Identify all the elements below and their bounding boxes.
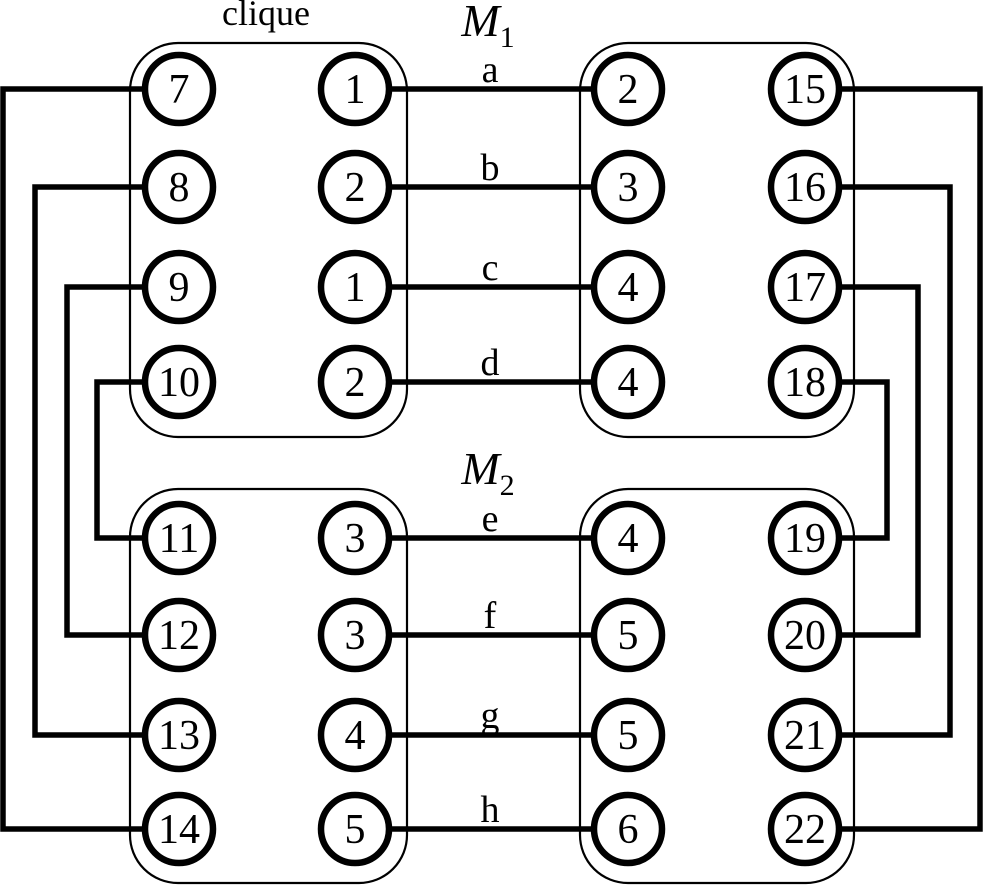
edge-label-b: b xyxy=(481,147,500,189)
node-label: 12 xyxy=(158,613,200,659)
node-label: 3 xyxy=(618,165,639,211)
matching-label-m2-base: M xyxy=(460,443,502,494)
node-bottom-left-left-2 xyxy=(141,697,217,773)
node-top-left-right-2 xyxy=(317,249,393,325)
edge-label-g: g xyxy=(481,695,500,737)
edge-label-a: a xyxy=(482,49,499,91)
node-top-left-left-1 xyxy=(141,149,217,225)
node-top-right-right-3 xyxy=(767,344,843,420)
clique-box-top-left xyxy=(128,41,409,439)
node-top-right-right-0 xyxy=(767,51,843,127)
node-top-right-right-1 xyxy=(767,149,843,225)
connection-18-19 xyxy=(805,379,890,541)
edge-label-e: e xyxy=(482,498,499,540)
matching-label-m2: M2 xyxy=(460,443,514,502)
node-bottom-right-right-3 xyxy=(767,791,843,867)
node-label: 22 xyxy=(784,807,826,853)
node-label: 9 xyxy=(169,265,190,311)
node-label: 17 xyxy=(784,265,826,311)
node-top-right-left-3 xyxy=(590,344,666,420)
connection-10-11 xyxy=(94,379,179,541)
node-bottom-left-right-0 xyxy=(317,500,393,576)
node-bottom-left-right-2 xyxy=(317,697,393,773)
node-bottom-left-left-1 xyxy=(141,597,217,673)
node-bottom-right-right-2 xyxy=(767,697,843,773)
node-label: 3 xyxy=(345,613,366,659)
node-top-right-left-0 xyxy=(590,51,666,127)
node-top-right-left-1 xyxy=(590,149,666,225)
matching-label-m1: M1 xyxy=(460,0,514,54)
node-label: 6 xyxy=(618,807,639,853)
connection-16-21 xyxy=(805,184,953,738)
node-label: 2 xyxy=(618,67,639,113)
matching-label-m2-subscript: 2 xyxy=(500,469,515,502)
node-label: 19 xyxy=(784,516,826,562)
node-label: 4 xyxy=(618,516,639,562)
edge-label-h: h xyxy=(481,789,500,831)
node-bottom-right-left-3 xyxy=(590,791,666,867)
node-top-left-left-0 xyxy=(141,51,217,127)
node-bottom-right-left-0 xyxy=(590,500,666,576)
clique-title: clique xyxy=(222,0,310,33)
node-top-left-left-2 xyxy=(141,249,217,325)
node-top-left-right-3 xyxy=(317,344,393,420)
node-label: 14 xyxy=(158,807,200,853)
node-label: 8 xyxy=(169,165,190,211)
node-label: 15 xyxy=(784,67,826,113)
node-label: 1 xyxy=(345,265,366,311)
node-bottom-right-right-0 xyxy=(767,500,843,576)
node-label: 7 xyxy=(169,67,190,113)
connection-9-12 xyxy=(64,284,179,638)
node-top-left-right-1 xyxy=(317,149,393,225)
node-top-left-left-3 xyxy=(141,344,217,420)
node-label: 2 xyxy=(345,360,366,406)
edge-label-c: c xyxy=(482,247,499,289)
node-top-right-left-2 xyxy=(590,249,666,325)
node-label: 21 xyxy=(784,713,826,759)
connection-15-22 xyxy=(805,86,983,832)
clique-box-bottom-left xyxy=(128,487,409,885)
clique-box-top-right xyxy=(578,41,856,439)
node-label: 10 xyxy=(158,360,200,406)
node-label: 4 xyxy=(618,265,639,311)
node-label: 4 xyxy=(618,360,639,406)
node-label: 5 xyxy=(618,713,639,759)
node-bottom-left-left-0 xyxy=(141,500,217,576)
connection-17-20 xyxy=(805,284,921,638)
node-bottom-right-left-1 xyxy=(590,597,666,673)
node-label: 18 xyxy=(784,360,826,406)
connection-8-13 xyxy=(32,184,179,738)
node-bottom-left-right-3 xyxy=(317,791,393,867)
node-top-left-right-0 xyxy=(317,51,393,127)
node-label: 11 xyxy=(159,516,199,562)
node-label: 4 xyxy=(345,713,366,759)
node-top-right-right-2 xyxy=(767,249,843,325)
node-bottom-left-left-3 xyxy=(141,791,217,867)
node-label: 13 xyxy=(158,713,200,759)
node-label: 5 xyxy=(345,807,366,853)
node-bottom-right-right-1 xyxy=(767,597,843,673)
node-label: 2 xyxy=(345,165,366,211)
matching-label-m1-subscript: 1 xyxy=(500,21,515,54)
connection-7-14 xyxy=(0,86,179,832)
node-label: 1 xyxy=(345,67,366,113)
clique-box-bottom-right xyxy=(578,487,856,885)
node-label: 5 xyxy=(618,613,639,659)
node-label: 16 xyxy=(784,165,826,211)
edge-label-d: d xyxy=(481,342,500,384)
edge-label-f: f xyxy=(484,595,497,637)
matching-label-m1-base: M xyxy=(460,0,502,46)
node-label: 3 xyxy=(345,516,366,562)
node-bottom-left-right-1 xyxy=(317,597,393,673)
node-bottom-right-left-2 xyxy=(590,697,666,773)
node-label: 20 xyxy=(784,613,826,659)
